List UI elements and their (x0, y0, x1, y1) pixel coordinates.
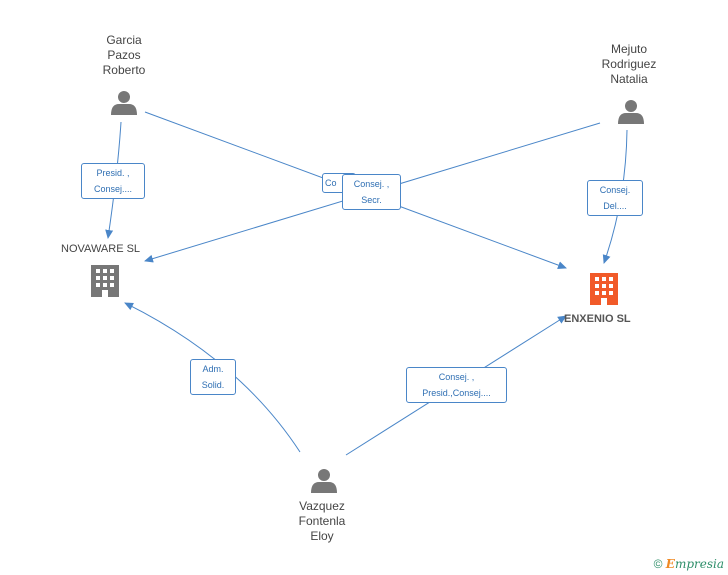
edge-label-line: Co (325, 178, 337, 188)
edge-label-mejuto-novaware[interactable]: Consej. , Secr. (342, 174, 401, 210)
edge-label-line: Presid. , (96, 168, 130, 178)
name-line: Pazos (107, 48, 141, 62)
name-line: Mejuto (610, 42, 648, 56)
edge-label-line: Solid. (201, 380, 225, 390)
person-label-mejuto: Mejuto Rodriguez Natalia (579, 42, 679, 87)
empresia-watermark: © Empresia (654, 557, 724, 571)
person-icon-mejuto[interactable] (618, 100, 644, 124)
edge-label-mejuto-enxenio[interactable]: Consej. Del.... (587, 180, 643, 216)
name-line: Fontenla (298, 514, 346, 528)
brand-initial: E (665, 557, 675, 571)
person-icon-garcia[interactable] (111, 91, 137, 115)
name-line: Garcia (106, 33, 142, 47)
edge-label-line: Consej.... (93, 184, 133, 194)
edge-label-line: Consej. , (438, 372, 475, 382)
name-line: Rodriguez (601, 57, 657, 71)
name-line: Eloy (310, 529, 334, 543)
edge-label-vazquez-enxenio[interactable]: Consej. , Presid.,Consej.... (406, 367, 507, 403)
edge-label-garcia-novaware[interactable]: Presid. , Consej.... (81, 163, 145, 199)
building-icon-enxenio[interactable] (590, 273, 618, 305)
person-icon-vazquez[interactable] (311, 469, 337, 493)
edge-label-line: Adm. (202, 364, 224, 374)
name-line: Roberto (102, 63, 146, 77)
edge-label-line: Secr. (361, 195, 382, 205)
copyright-icon: © (653, 557, 663, 571)
edge-label-vazquez-novaware[interactable]: Adm. Solid. (190, 359, 236, 395)
building-icon-novaware[interactable] (91, 265, 119, 297)
brand-name: mpresia (674, 557, 724, 571)
person-label-garcia: Garcia Pazos Roberto (74, 33, 174, 78)
edge-label-line: Consej. (599, 185, 631, 195)
company-label-novaware[interactable]: NOVAWARE SL (61, 243, 141, 255)
name-line: Natalia (610, 72, 648, 86)
person-label-vazquez: Vazquez Fontenla Eloy (272, 499, 372, 544)
edge-label-line: Del.... (603, 201, 627, 211)
name-line: Vazquez (299, 499, 345, 513)
edge-label-line: Presid.,Consej.... (422, 388, 491, 398)
company-label-enxenio[interactable]: ENXENIO SL (564, 313, 631, 325)
edge-label-line: Consej. , (353, 179, 390, 189)
